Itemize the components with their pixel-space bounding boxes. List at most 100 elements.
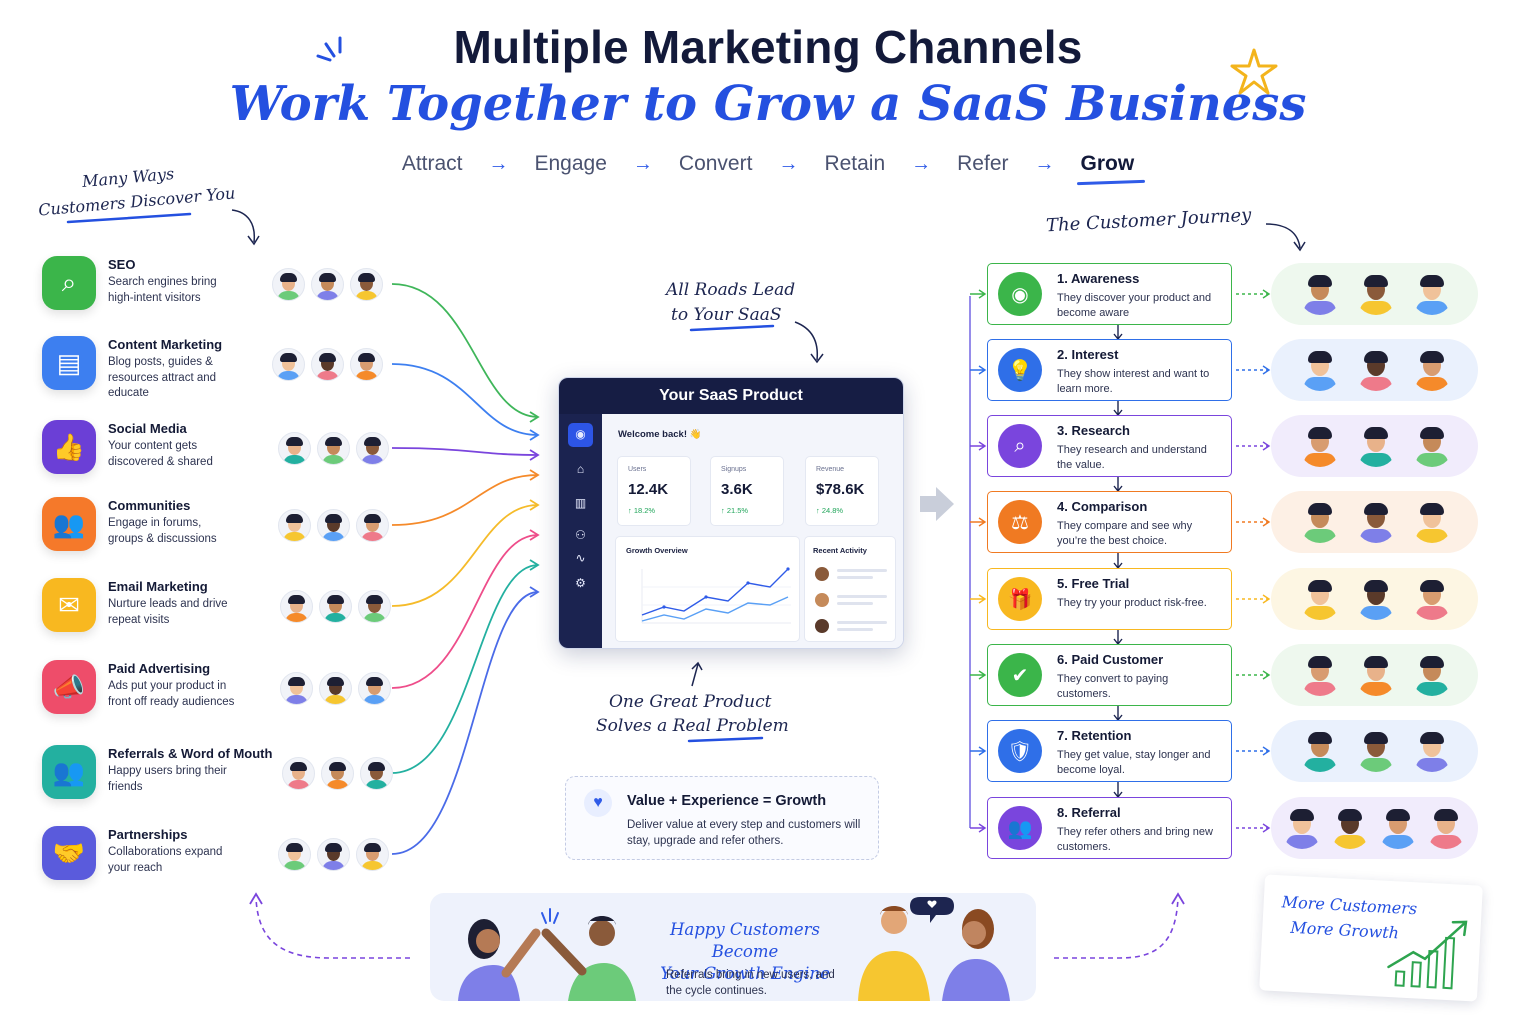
growth-overview-card: Growth Overview: [615, 536, 800, 642]
step-arrow: →: [778, 152, 799, 175]
journey-step-desc: They refer others and bring new customer…: [1057, 826, 1213, 853]
product-note-arrow: [691, 661, 703, 687]
journey-step-title: 3. Research: [1057, 423, 1130, 438]
product-note-line-1: One Great Product: [609, 692, 772, 712]
channel-title: Partnerships: [108, 827, 188, 842]
avatar: [815, 567, 829, 581]
journey-down-arrow: [1113, 401, 1123, 417]
channel-arrowhead: [529, 449, 540, 461]
journey-customers-pill: [1271, 263, 1478, 325]
avatar: [1411, 654, 1453, 696]
left-note-arrow: [66, 209, 260, 246]
stat-change: ↑ 21.5%: [721, 506, 749, 515]
channel-avatars: [272, 268, 383, 301]
avatar: [1355, 273, 1397, 315]
avatar: [1411, 578, 1453, 620]
document-icon: ▤: [42, 336, 96, 390]
channel-connector: [391, 534, 539, 689]
banner-desc: Referrals bring in new users, and the cy…: [666, 969, 835, 997]
step-arrow: →: [1034, 152, 1055, 175]
journey-dotted-arrowhead: [1262, 823, 1271, 833]
stat-change: ↑ 24.8%: [816, 506, 844, 515]
avatar: [278, 838, 311, 871]
avatar: [282, 757, 315, 790]
step-grow: Grow: [1080, 152, 1135, 175]
chart-icon[interactable]: ▥: [574, 496, 587, 510]
channel-desc: Blog posts, guides & resources attract a…: [108, 356, 217, 399]
value-box-title: Value + Experience = Growth: [627, 793, 827, 809]
avatar: [1411, 273, 1453, 315]
step-arrow: →: [488, 152, 509, 175]
avatar: [1299, 730, 1341, 772]
avatar: [1411, 349, 1453, 391]
stat-card-signups: Signups 3.6K ↑ 21.5%: [710, 456, 784, 526]
channel-title: Email Marketing: [108, 579, 208, 594]
journey-avatars: [1299, 654, 1453, 696]
channel-avatars: [278, 838, 389, 871]
avatar: [311, 268, 344, 301]
journey-avatars: [1299, 349, 1453, 391]
title-line-1: Multiple Marketing Channels: [453, 21, 1083, 73]
analytics-icon[interactable]: ∿: [575, 551, 586, 565]
journey-avatars: [1299, 425, 1453, 467]
activity-row: [815, 619, 889, 635]
journey-avatars: [1281, 807, 1467, 849]
center-note-arrow: [689, 321, 824, 364]
channel-arrowhead: [529, 429, 540, 441]
title-line-2: Work Together to Grow a SaaS Business: [229, 76, 1307, 132]
journey-dotted-arrowhead: [1262, 517, 1271, 527]
product-note-line-2: Solves a Real Problem: [596, 716, 789, 736]
avatar: [278, 509, 311, 542]
activity-row: [815, 567, 889, 583]
channel-connector: [391, 564, 539, 774]
happy-customers-illustration: [858, 897, 1010, 1001]
journey-dotted-arrowhead: [1262, 365, 1271, 375]
step-arrow: →: [632, 152, 653, 175]
stat-change: ↑ 18.2%: [628, 506, 656, 515]
avatar: [1329, 807, 1371, 849]
stat-label: Users: [628, 466, 647, 473]
journey-step-desc: They convert to paying customers.: [1057, 673, 1169, 700]
journey-dotted-arrowhead: [1262, 594, 1271, 604]
avatar: [358, 590, 391, 623]
journey-entry-arrow: [970, 365, 987, 375]
center-note-line-1: All Roads Lead: [666, 280, 796, 300]
step-refer: Refer: [957, 152, 1009, 175]
avatar: [356, 432, 389, 465]
journey-entry-arrow: [970, 289, 987, 299]
journey-customers-pill: [1271, 415, 1478, 477]
users-icon[interactable]: ⚇: [575, 528, 586, 542]
home-icon[interactable]: ⌂: [576, 462, 585, 476]
recent-activity-card: Recent Activity: [804, 536, 896, 642]
step-engage: Engage: [534, 152, 607, 175]
sidebar-active-highlight: [568, 423, 593, 447]
journey-step-title: 4. Comparison: [1057, 499, 1148, 514]
banner-heading: Happy Customers Become Your Growth Engin…: [645, 919, 845, 985]
journey-avatars: [1299, 501, 1453, 543]
lightbulb-icon: 💡: [998, 348, 1042, 392]
journey-dotted-arrowhead: [1262, 441, 1271, 451]
avatar: [272, 268, 305, 301]
journey-dotted-arrowhead: [1262, 746, 1271, 756]
channel-avatars: [282, 757, 393, 790]
avatar: [358, 672, 391, 705]
grey-arrow-icon: [920, 487, 954, 521]
channel-desc: Engage in forums, groups & discussions: [108, 517, 217, 545]
people-icon: 👥: [42, 745, 96, 799]
banner-heading-line-2: Your Growth Engine: [660, 964, 830, 983]
avatar: [360, 757, 393, 790]
user-icon[interactable]: ◉: [575, 427, 586, 441]
stat-value: 3.6K: [721, 481, 753, 498]
channel-avatars: [272, 348, 383, 381]
journey-customers-pill: [1271, 339, 1478, 401]
settings-icon[interactable]: ⚙: [575, 576, 586, 590]
journey-down-arrow: [1113, 553, 1123, 570]
channel-title: Referrals & Word of Mouth: [108, 746, 273, 761]
channel-title: SEO: [108, 257, 136, 272]
handshake-icon: 🤝: [42, 826, 96, 880]
people-icon: 👥: [998, 806, 1042, 850]
